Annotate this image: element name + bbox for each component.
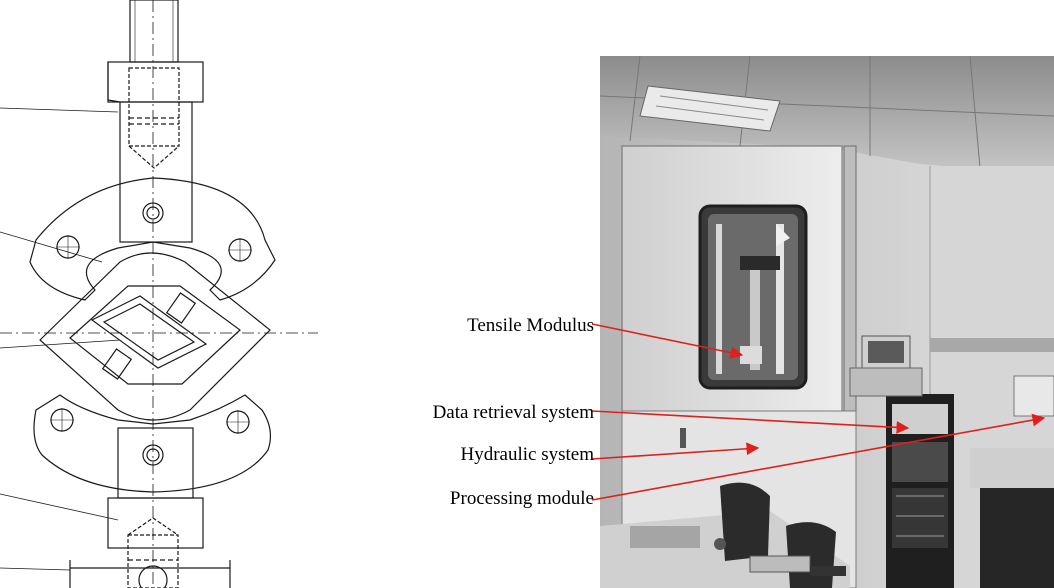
label-processing-module: Processing module xyxy=(449,488,594,509)
label-data-retrieval-system: Data retrieval system xyxy=(432,402,594,423)
lab-photograph xyxy=(600,56,1054,588)
label-hydraulic-system: Hydraulic system xyxy=(460,444,594,465)
fixture-technical-drawing xyxy=(0,0,318,588)
label-tensile-modulus: Tensile Modulus xyxy=(467,315,594,336)
